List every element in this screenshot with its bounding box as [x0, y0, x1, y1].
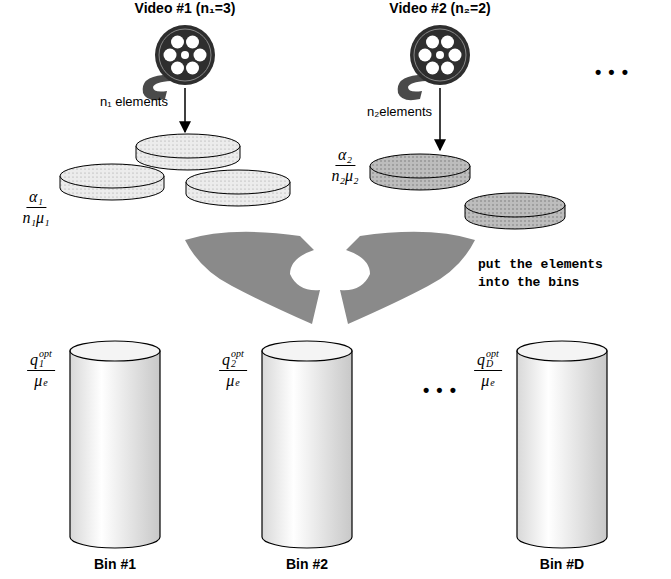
bin-label: Bin #D [540, 556, 584, 572]
reel-body [155, 25, 215, 85]
cylinder-top [262, 341, 352, 361]
fraction-text: n₁μ₁ [22, 209, 49, 227]
variable: q [477, 351, 485, 369]
cylinder-top [70, 341, 160, 361]
film-reel [398, 25, 470, 100]
merge-arrow [185, 232, 320, 324]
variable: μ [226, 372, 234, 390]
denominator: μe [478, 371, 497, 390]
merge-arrow [340, 232, 475, 324]
disk-top [465, 193, 565, 217]
subscript: e [43, 377, 47, 388]
instruction-note: put the elements into the bins [478, 256, 611, 291]
subscript: D [486, 359, 499, 369]
cylinder-outline [260, 339, 354, 551]
ellipsis: • • • [595, 62, 629, 83]
reel-rim [159, 29, 211, 81]
cylinder-outline [68, 339, 162, 551]
denominator: μe [31, 371, 50, 390]
numerator: α₁ [26, 188, 46, 208]
numerator: qopt2 [219, 349, 247, 371]
reel-hub [436, 51, 444, 59]
index-stack: opt1 [39, 349, 52, 369]
variable: μ [34, 372, 42, 390]
numerator: qopt1 [27, 349, 55, 371]
subscript: e [235, 377, 239, 388]
reel-hole [186, 36, 199, 49]
cylinder-top [517, 341, 607, 361]
element-count: n₁ elements [100, 94, 168, 109]
disk-top [136, 134, 240, 158]
bin-label: Bin #2 [286, 556, 328, 572]
bin-cylinder: qoptDμeBin #D [462, 335, 612, 575]
reel-hole [449, 49, 462, 62]
bin-cylinder: qopt1μeBin #1 [15, 335, 165, 575]
reel-hole [441, 62, 454, 75]
subscript: 2 [231, 359, 244, 369]
superscript: opt [486, 349, 499, 359]
reel-hole [186, 62, 199, 75]
disk-top [60, 164, 164, 188]
cylinder-side [517, 351, 607, 548]
index-stack: optD [486, 349, 499, 369]
denominator: μe [223, 371, 242, 390]
reel-hole [171, 62, 184, 75]
capacity-fraction: qopt1μe [27, 349, 55, 390]
ellipsis: • • • [423, 380, 457, 401]
reel-hole [194, 49, 207, 62]
video-title: Video #1 (n₁=3) [135, 0, 236, 16]
video-title: Video #2 (n₂=2) [389, 0, 490, 16]
bin-label: Bin #1 [94, 556, 136, 572]
numerator: qoptD [474, 349, 502, 371]
capacity-fraction: qoptDμe [474, 349, 502, 390]
cylinder-side [262, 351, 352, 548]
reel-hole [441, 36, 454, 49]
capacity-fraction: qopt2μe [219, 349, 247, 390]
reel-hole [419, 49, 432, 62]
reel-hole [426, 62, 439, 75]
bin-cylinder: qopt2μeBin #2 [207, 335, 357, 575]
arrow [184, 88, 186, 132]
subscript: 1 [39, 359, 52, 369]
reel-rim [414, 29, 466, 81]
disk-top [186, 170, 290, 194]
size-fraction: α₁ n₁μ₁ [19, 188, 52, 227]
superscript: opt [231, 349, 244, 359]
arrow [439, 88, 441, 150]
fraction-text: α₂ [338, 146, 352, 164]
fraction-text: n₂μ₂ [331, 167, 358, 185]
variable: μ [481, 372, 489, 390]
denominator: n₁μ₁ [19, 208, 52, 227]
variable: q [30, 351, 38, 369]
disk-top [370, 154, 470, 178]
reel-hole [164, 49, 177, 62]
variable: q [222, 351, 230, 369]
numerator: α₂ [335, 146, 355, 166]
reel-hub [181, 51, 189, 59]
size-fraction: α₂ n₂μ₂ [328, 146, 361, 185]
denominator: n₂μ₂ [328, 166, 361, 185]
reel-hole [171, 36, 184, 49]
reel-hole [426, 36, 439, 49]
superscript: opt [39, 349, 52, 359]
fraction-text: α₁ [29, 188, 43, 206]
reel-body [410, 25, 470, 85]
element-count: n₂elements [367, 104, 432, 119]
subscript: e [490, 377, 494, 388]
index-stack: opt2 [231, 349, 244, 369]
cylinder-side [70, 351, 160, 548]
cylinder-outline [515, 339, 609, 551]
film-reel [143, 25, 215, 100]
